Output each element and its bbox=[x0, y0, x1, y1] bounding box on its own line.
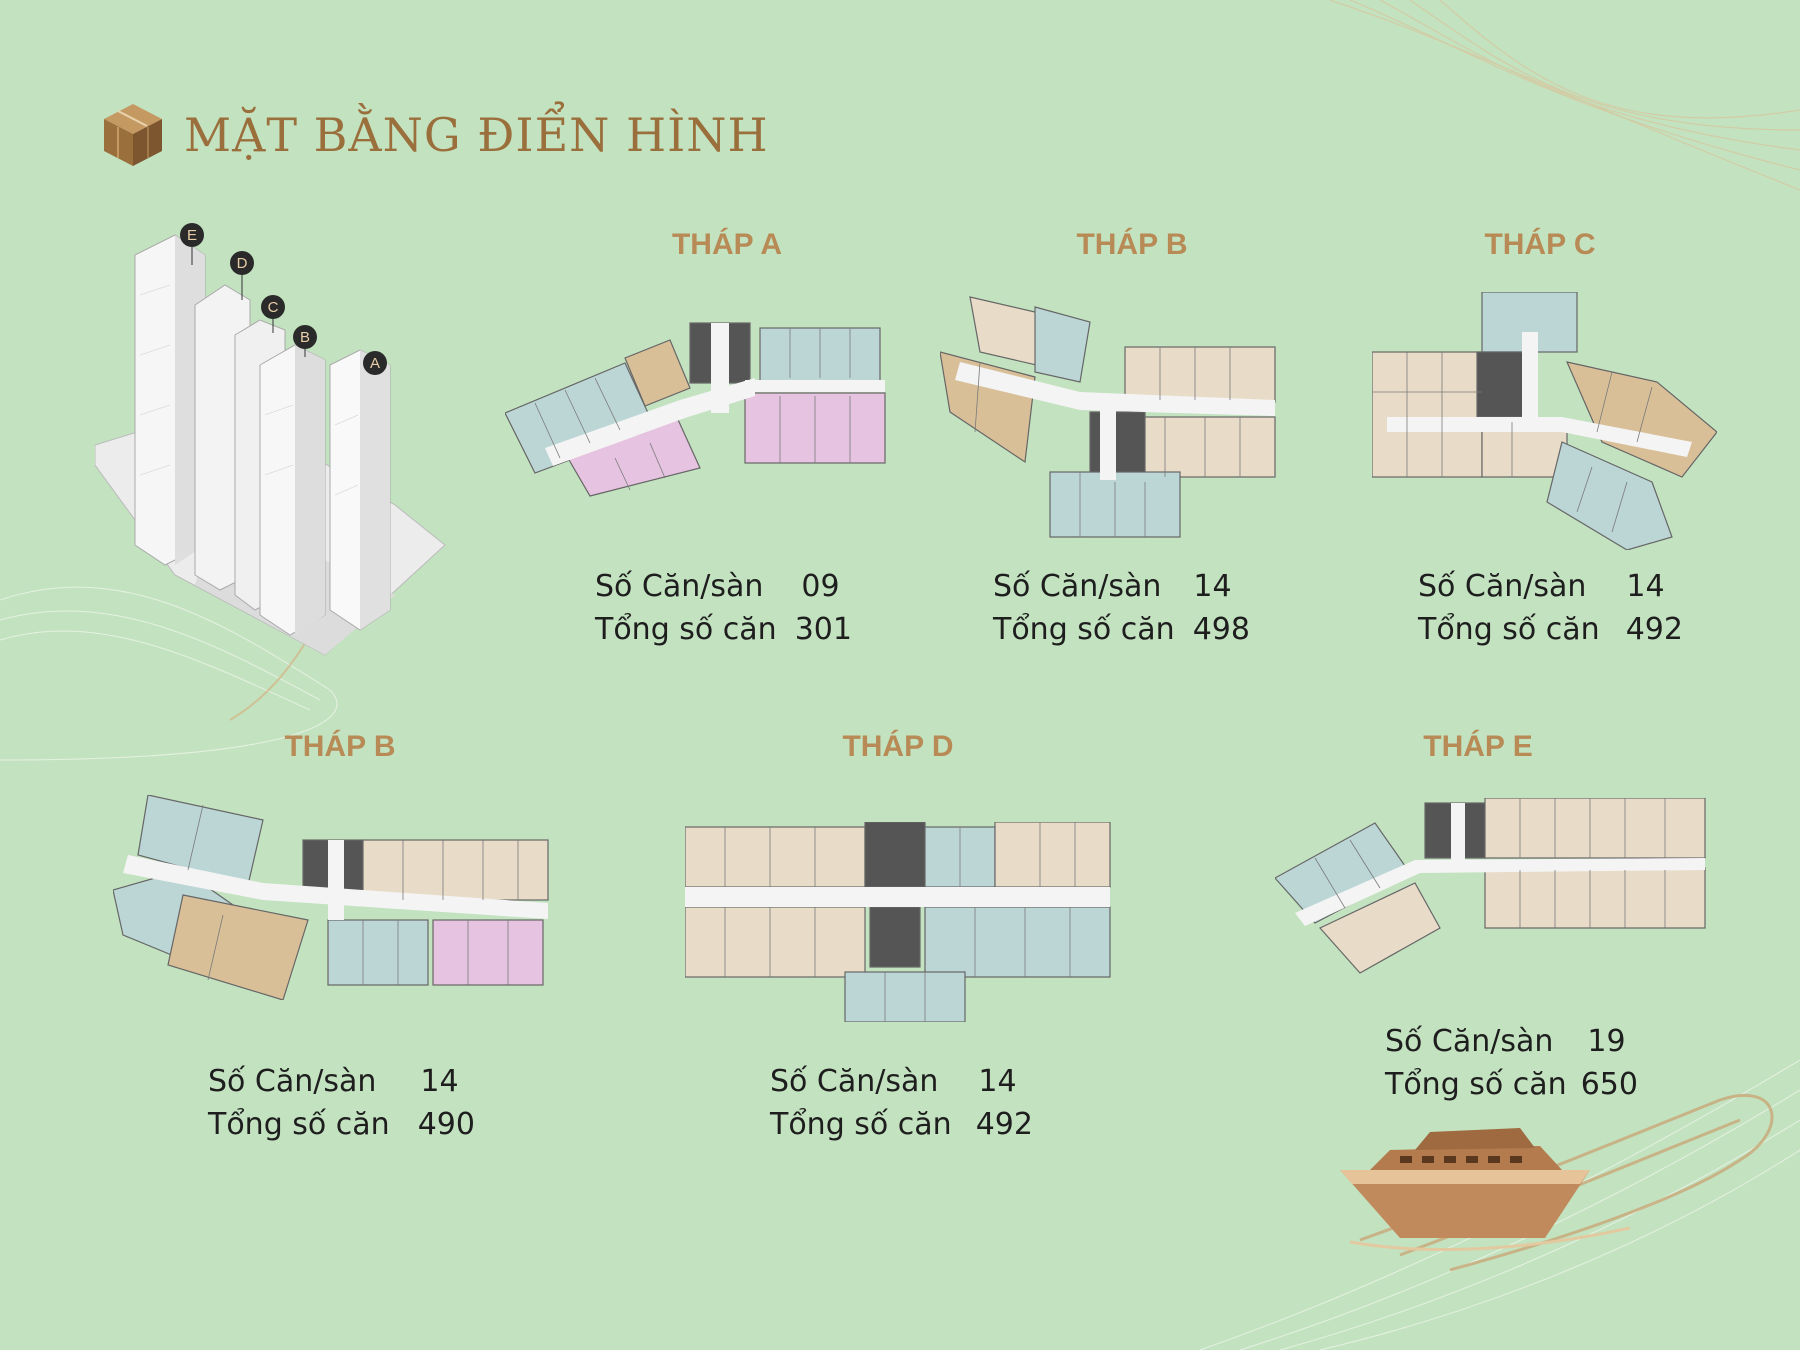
units-per-floor-value: 14 bbox=[978, 1064, 1017, 1099]
total-units-label: Tổng số căn bbox=[1385, 1067, 1567, 1102]
tower-a-stats: Số Căn/sàn 09 Tổng số căn 301 bbox=[595, 565, 852, 651]
units-per-floor-label: Số Căn/sàn bbox=[208, 1064, 377, 1099]
towers-3d-illustration: E D C B A bbox=[95, 223, 446, 656]
tower-d-stats: Số Căn/sàn 14 Tổng số căn 492 bbox=[770, 1060, 1033, 1146]
floor-plan-tower-b2 bbox=[113, 795, 549, 1000]
tower-e-stats: Số Căn/sàn 19 Tổng số căn 650 bbox=[1385, 1020, 1638, 1106]
page-header: MẶT BẰNG ĐIỂN HÌNH bbox=[102, 102, 769, 168]
tower-b-title: THÁP B bbox=[1076, 228, 1188, 261]
total-units-label: Tổng số căn bbox=[770, 1107, 952, 1142]
total-units-value: 492 bbox=[1625, 612, 1683, 647]
tower-c-stats: Số Căn/sàn 14 Tổng số căn 492 bbox=[1418, 565, 1683, 651]
illustration-label-c: C bbox=[268, 299, 279, 316]
illustration-label-e: E bbox=[187, 227, 197, 244]
cube-logo-icon bbox=[104, 104, 162, 166]
total-units-value: 490 bbox=[417, 1107, 475, 1142]
units-per-floor-value: 14 bbox=[1626, 569, 1665, 604]
floor-plan-tower-c bbox=[1372, 292, 1717, 550]
tower-a-title: THÁP A bbox=[671, 228, 782, 261]
tower-b2-stats: Số Căn/sàn 14 Tổng số căn 490 bbox=[208, 1060, 475, 1146]
tower-b2-title: THÁP B bbox=[284, 730, 396, 763]
tower-c-title: THÁP C bbox=[1484, 228, 1596, 261]
units-per-floor-value: 19 bbox=[1587, 1024, 1626, 1059]
units-per-floor-value: 09 bbox=[801, 569, 840, 604]
total-units-value: 650 bbox=[1580, 1067, 1638, 1102]
units-per-floor-label: Số Căn/sàn bbox=[993, 569, 1162, 604]
total-units-value: 492 bbox=[975, 1107, 1033, 1142]
units-per-floor-value: 14 bbox=[1193, 569, 1232, 604]
yacht-icon bbox=[1340, 1128, 1630, 1252]
floor-plan-tower-e bbox=[1275, 798, 1706, 974]
total-units-value: 498 bbox=[1192, 612, 1250, 647]
total-units-label: Tổng số căn bbox=[595, 612, 777, 647]
total-units-label: Tổng số căn bbox=[208, 1107, 390, 1142]
units-per-floor-label: Số Căn/sàn bbox=[770, 1064, 939, 1099]
illustration-label-a: A bbox=[370, 355, 380, 372]
illustration-label-b: B bbox=[300, 329, 310, 346]
tower-d-title: THÁP D bbox=[842, 730, 954, 763]
units-per-floor-label: Số Căn/sàn bbox=[1385, 1024, 1554, 1059]
total-units-value: 301 bbox=[794, 612, 852, 647]
floor-plan-tower-b bbox=[940, 296, 1276, 538]
units-per-floor-value: 14 bbox=[420, 1064, 459, 1099]
total-units-label: Tổng số căn bbox=[1418, 612, 1600, 647]
illustration-label-d: D bbox=[237, 255, 248, 272]
units-per-floor-label: Số Căn/sàn bbox=[1418, 569, 1587, 604]
tower-b-stats: Số Căn/sàn 14 Tổng số căn 498 bbox=[993, 565, 1250, 651]
units-per-floor-label: Số Căn/sàn bbox=[595, 569, 764, 604]
floor-plan-tower-d bbox=[685, 822, 1111, 1022]
tower-e-title: THÁP E bbox=[1423, 730, 1533, 763]
page-title: MẶT BẰNG ĐIỂN HÌNH bbox=[184, 108, 769, 162]
floor-plan-tower-a bbox=[505, 322, 886, 497]
total-units-label: Tổng số căn bbox=[993, 612, 1175, 647]
